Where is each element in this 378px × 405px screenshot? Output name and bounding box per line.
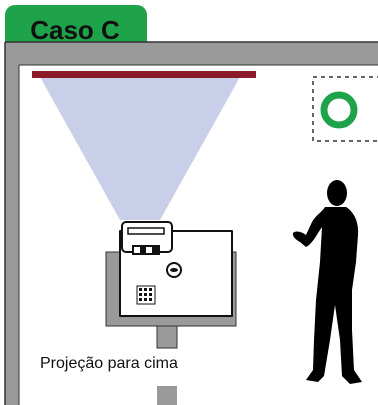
projector bbox=[119, 221, 233, 317]
stand-base-foot bbox=[157, 386, 177, 405]
projection-screen bbox=[32, 71, 256, 78]
room-top-wall bbox=[5, 42, 378, 65]
stand-post bbox=[156, 325, 178, 349]
correct-circle-icon bbox=[320, 91, 358, 129]
case-label: Caso C bbox=[30, 15, 120, 45]
presenter-silhouette bbox=[292, 180, 362, 384]
room-left-wall bbox=[5, 42, 19, 405]
indicator-box bbox=[312, 76, 378, 142]
caption: Projeção para cima bbox=[40, 355, 178, 372]
projection-beam bbox=[40, 77, 240, 220]
